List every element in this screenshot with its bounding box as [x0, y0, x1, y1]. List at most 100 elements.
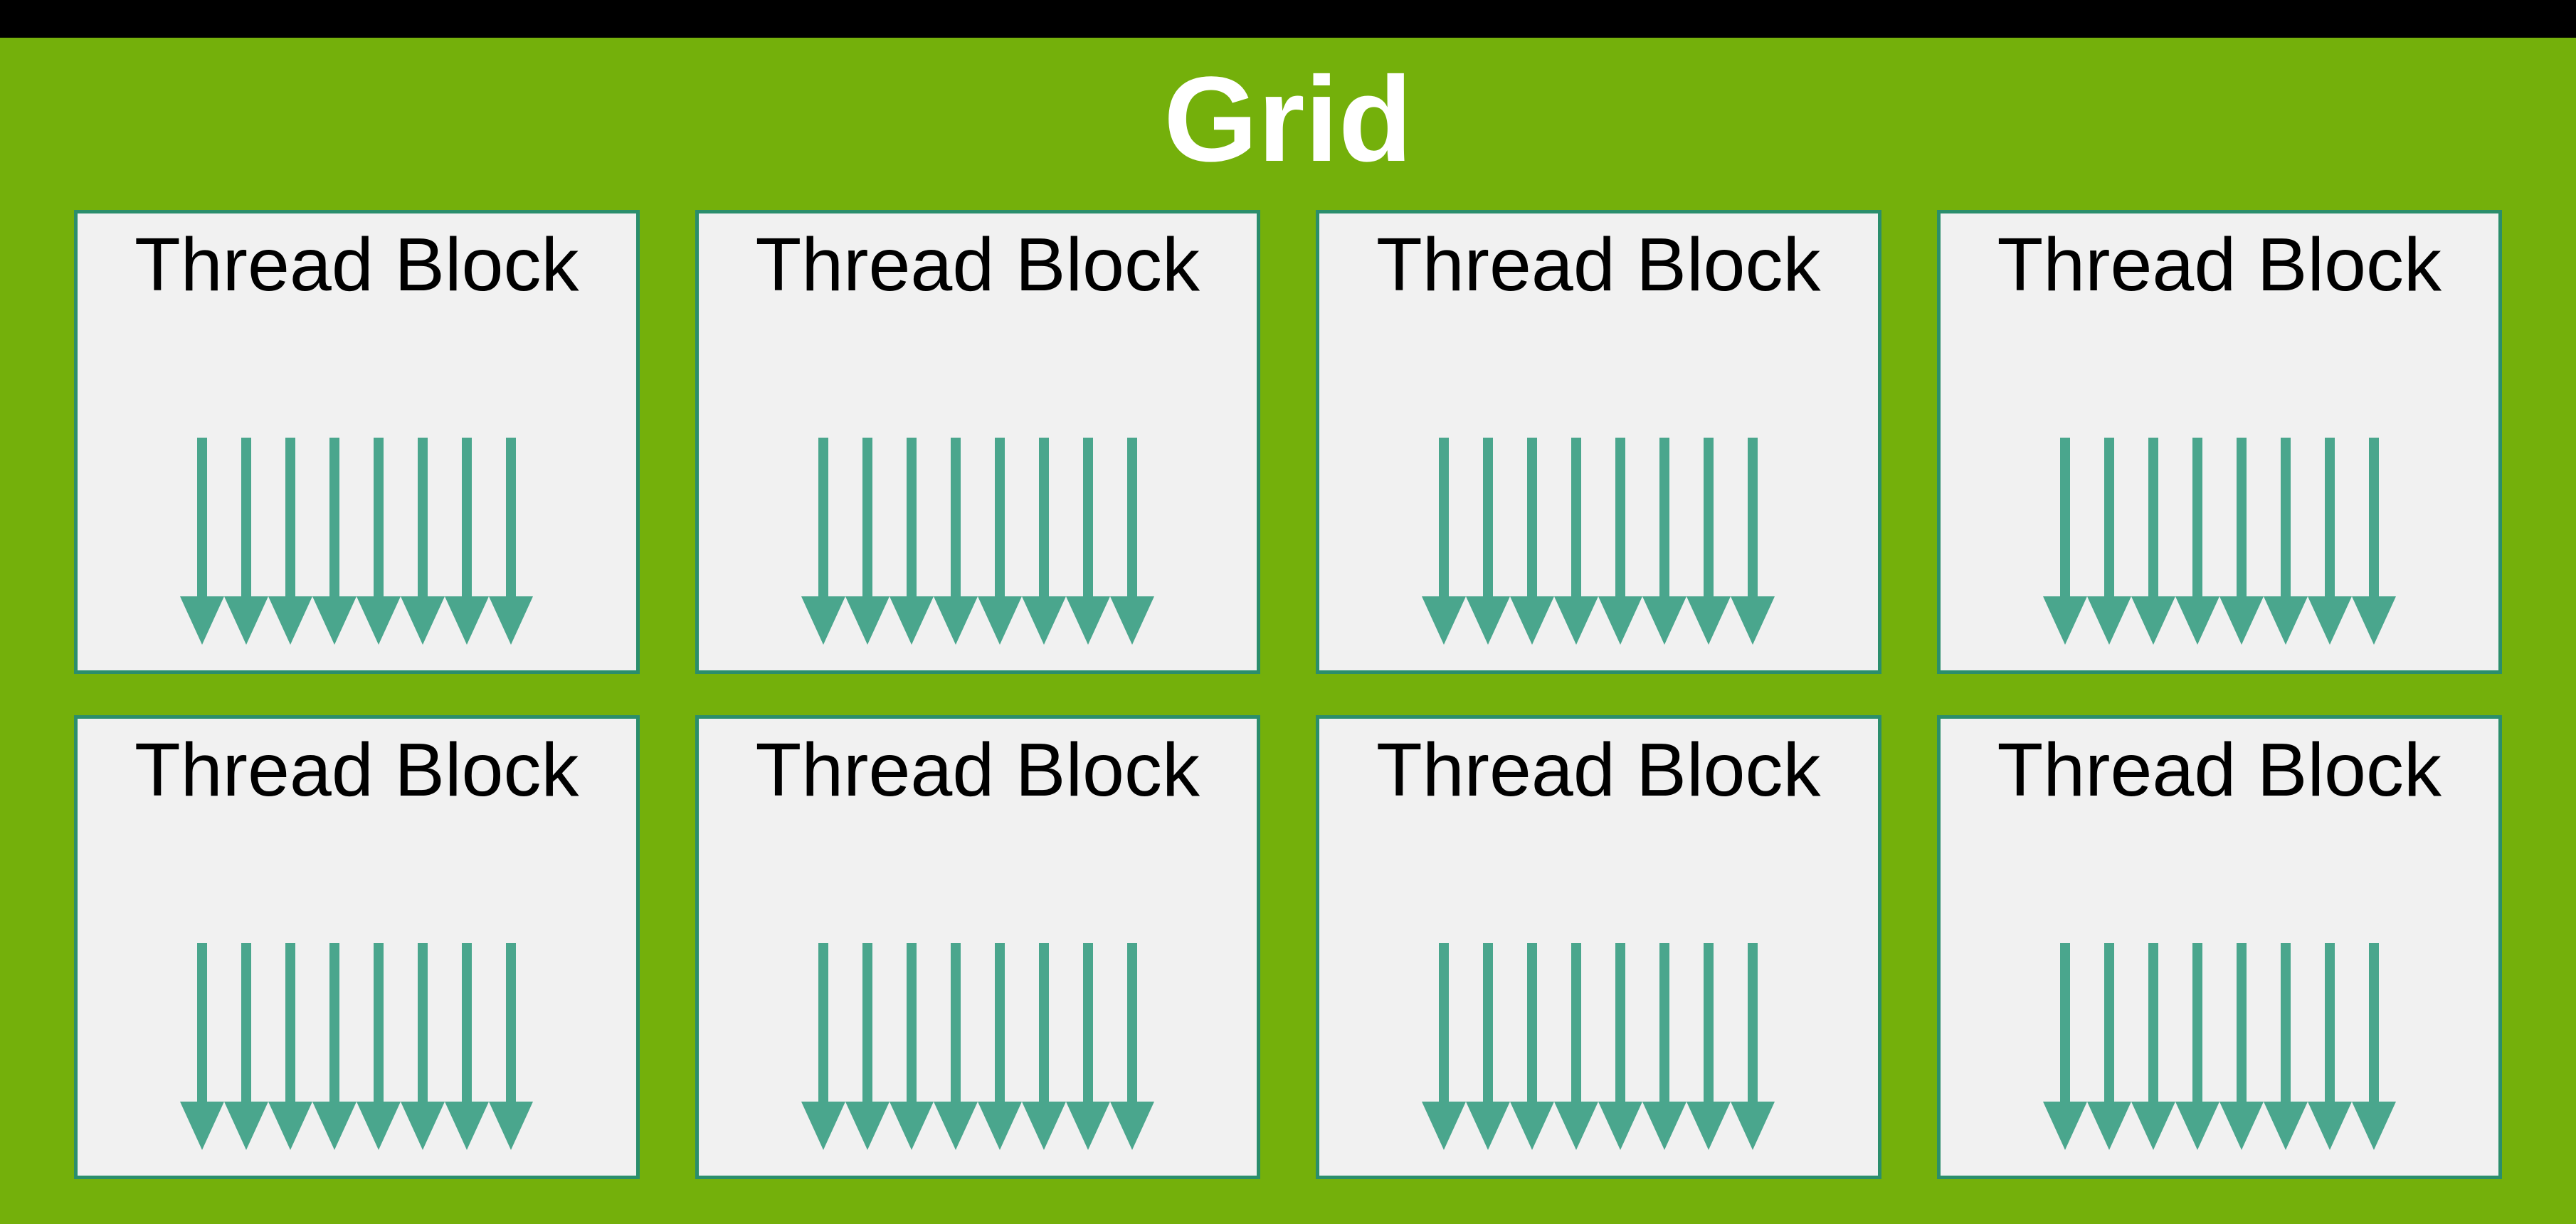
arrow-head [2219, 596, 2264, 645]
arrow-shaft [2059, 943, 2070, 1102]
thread-arrow-down-icon [1642, 438, 1687, 645]
thread-arrow-down-icon [357, 943, 401, 1150]
arrow-head [2219, 1102, 2264, 1150]
arrow-head [489, 596, 534, 645]
arrow-head [845, 1102, 890, 1150]
arrow-head [1422, 1102, 1467, 1150]
arrow-shaft [2368, 943, 2379, 1102]
thread-arrow-down-icon [2263, 438, 2308, 645]
arrow-head [2175, 596, 2219, 645]
arrow-head [312, 596, 357, 645]
arrow-head [801, 1102, 845, 1150]
arrow-head [2131, 596, 2175, 645]
thread-arrow-down-icon [268, 438, 313, 645]
arrow-shaft [329, 438, 340, 596]
thread-arrow-down-icon [224, 438, 269, 645]
arrow-head [1065, 1102, 1110, 1150]
thread-arrow-down-icon [1642, 943, 1687, 1150]
arrow-shaft [462, 943, 473, 1102]
arrow-shaft [2324, 438, 2335, 596]
thread-block-label: Thread Block [755, 728, 1200, 812]
arrow-head [1598, 596, 1643, 645]
arrow-head [2263, 1102, 2308, 1150]
arrow-shaft [1038, 943, 1049, 1102]
arrow-shaft [1038, 438, 1049, 596]
arrow-shaft [2148, 438, 2158, 596]
arrow-head [2351, 1102, 2396, 1150]
arrow-head [224, 1102, 269, 1150]
arrow-shaft [506, 943, 517, 1102]
thread-arrow-down-icon [977, 438, 1022, 645]
arrow-shaft [1571, 438, 1582, 596]
thread-block: Thread Block [1936, 715, 2502, 1179]
thread-block: Thread Block [1936, 210, 2502, 674]
thread-arrow-down-icon [801, 943, 845, 1150]
arrow-shaft [818, 943, 828, 1102]
thread-arrow-down-icon [2351, 438, 2396, 645]
arrow-head [1466, 1102, 1511, 1150]
arrow-shaft [285, 438, 296, 596]
thread-arrow-down-icon [1686, 943, 1731, 1150]
arrow-shaft [2236, 943, 2247, 1102]
arrow-shaft [1082, 438, 1093, 596]
thread-arrow-down-icon [2175, 943, 2219, 1150]
arrow-shaft [2236, 438, 2247, 596]
thread-arrow-down-icon [2042, 438, 2087, 645]
thread-arrow-down-icon [312, 943, 357, 1150]
arrow-head [445, 1102, 490, 1150]
thread-arrow-down-icon [2307, 438, 2352, 645]
arrow-head [1109, 1102, 1154, 1150]
arrow-shaft [1615, 943, 1626, 1102]
thread-arrow-down-icon [1422, 943, 1467, 1150]
arrow-shaft [418, 943, 428, 1102]
arrow-shaft [2324, 943, 2335, 1102]
thread-arrow-down-icon [2042, 943, 2087, 1150]
arrow-head [224, 596, 269, 645]
arrow-shaft [1615, 438, 1626, 596]
arrow-head [489, 1102, 534, 1150]
thread-arrow-down-icon [445, 943, 490, 1150]
arrow-head [2307, 1102, 2352, 1150]
arrow-shaft [2103, 943, 2114, 1102]
grid-panel: Grid Thread Block Thread Block [0, 38, 2576, 1224]
arrow-shaft [241, 943, 252, 1102]
thread-arrow-down-icon [1065, 438, 1110, 645]
arrow-head [889, 596, 934, 645]
arrow-shaft [1748, 943, 1758, 1102]
arrow-head [889, 1102, 934, 1150]
arrow-shaft [1483, 438, 1494, 596]
thread-arrows-row [1422, 943, 1775, 1150]
arrow-head [268, 596, 313, 645]
thread-arrow-down-icon [1065, 943, 1110, 1150]
arrow-head [2351, 596, 2396, 645]
thread-arrow-down-icon [1021, 438, 1066, 645]
arrow-head [1642, 1102, 1687, 1150]
thread-arrows-row [1422, 438, 1775, 645]
arrow-head [1422, 596, 1467, 645]
arrow-head [312, 1102, 357, 1150]
thread-arrow-down-icon [889, 943, 934, 1150]
arrow-shaft [1748, 438, 1758, 596]
arrow-shaft [1439, 943, 1450, 1102]
arrow-shaft [862, 943, 872, 1102]
arrow-shaft [2103, 438, 2114, 596]
arrow-head [1109, 596, 1154, 645]
arrow-head [1021, 596, 1066, 645]
thread-arrows-row [801, 943, 1154, 1150]
arrow-head [1686, 596, 1731, 645]
thread-arrow-down-icon [1109, 438, 1154, 645]
arrow-head [401, 596, 445, 645]
thread-arrow-down-icon [401, 438, 445, 645]
arrow-shaft [1527, 438, 1538, 596]
thread-arrow-down-icon [1510, 438, 1555, 645]
arrow-head [401, 1102, 445, 1150]
arrow-shaft [1483, 943, 1494, 1102]
arrow-shaft [1659, 438, 1670, 596]
arrow-shaft [1527, 943, 1538, 1102]
arrow-head [1642, 596, 1687, 645]
thread-arrow-down-icon [2219, 438, 2264, 645]
arrow-shaft [1082, 943, 1093, 1102]
arrow-head [1554, 1102, 1599, 1150]
thread-arrow-down-icon [312, 438, 357, 645]
